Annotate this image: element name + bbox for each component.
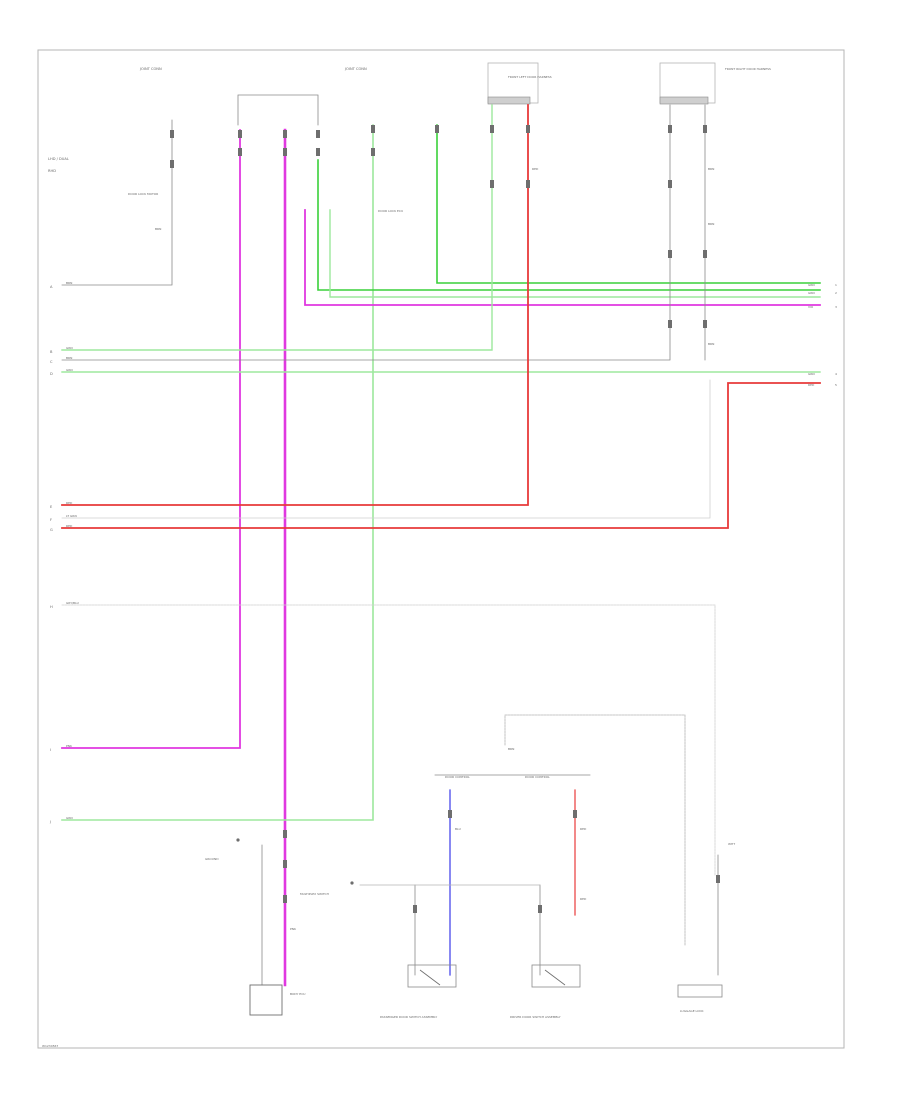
svg-text:RED: RED (580, 827, 587, 831)
svg-text:BRN: BRN (66, 356, 72, 360)
body-ecu-label: BODY ECU (290, 992, 306, 996)
svg-text:3: 3 (835, 305, 837, 309)
trunk-lock-label: LUGGAGE LOCK (680, 1009, 705, 1013)
svg-text:GRN: GRN (808, 291, 815, 295)
diagram-frame (37, 49, 845, 1049)
svg-text:BRN: BRN (508, 747, 514, 751)
trunk-lock-box (677, 984, 723, 998)
svg-text:GRN: GRN (808, 372, 815, 376)
legend-line-2: RHD (48, 169, 56, 173)
svg-text:2: 2 (835, 291, 837, 295)
ground-node (236, 838, 240, 842)
wire-ground-top (504, 714, 686, 946)
wire-green-2 (436, 124, 821, 284)
diagram-code: W1234567 (42, 1044, 58, 1048)
svg-text:H: H (50, 605, 53, 609)
svg-text:F: F (50, 518, 52, 522)
body-ecu-box (249, 984, 283, 1016)
wire-joint-loop (237, 94, 319, 126)
left-pin-labels: A BRN B GRN C BRN D GRN E RED F LT GRN G… (49, 281, 79, 824)
legend: LHD / DUAL RHD (48, 157, 69, 173)
front-door-right-label: FRONT RIGHT DOOR HARNESS (725, 67, 771, 71)
svg-text:C: C (50, 360, 53, 364)
svg-text:4: 4 (835, 372, 837, 376)
svg-text:1: 1 (835, 283, 837, 287)
svg-text:GRN: GRN (808, 283, 815, 287)
wire-door-left-green (61, 104, 493, 351)
svg-text:G: G (50, 528, 53, 532)
front-door-right-connector (659, 96, 709, 105)
svg-text:RED: RED (532, 167, 539, 171)
control-left-label: DOOR CONTROL (445, 775, 470, 779)
ground-label: GROUND (205, 857, 219, 861)
legend-line-1: LHD / DUAL (48, 157, 69, 161)
wire-labels: BRN RED BRN BRN BRN BLU RED RED BRN WHT … (155, 167, 735, 931)
svg-text:RED: RED (580, 897, 587, 901)
joint-conn-1-label: JOINT CONN (139, 67, 162, 71)
svg-text:PNK: PNK (66, 744, 73, 748)
wire-red-door (61, 104, 529, 506)
wire-lt-gray-f (61, 379, 711, 519)
wire-green-1 (317, 159, 821, 291)
passenger-switch-box (407, 964, 457, 988)
connector-ticks (170, 125, 720, 913)
svg-text:RED: RED (66, 524, 73, 528)
svg-text:BRN: BRN (708, 222, 714, 226)
wire-violet-3 (304, 209, 821, 306)
top-components: JOINT CONN JOINT CONN DOOR LOCK MOTOR DO… (128, 62, 771, 213)
svg-text:E: E (50, 505, 53, 509)
driver-switch-label: DRIVER DOOR SWITCH ASSEMBLY (510, 1015, 561, 1019)
passenger-switch-label: PASSENGER DOOR SWITCH ASSEMBLY (380, 1015, 437, 1019)
svg-text:PNK: PNK (290, 927, 297, 931)
svg-text:GRN: GRN (66, 368, 73, 372)
svg-text:RED: RED (808, 383, 815, 387)
svg-text:VIO: VIO (808, 305, 814, 309)
svg-text:RED: RED (66, 501, 73, 505)
wire-red-right (61, 382, 821, 529)
svg-text:GRY/BLU: GRY/BLU (66, 601, 79, 605)
wire-magenta-left (61, 129, 241, 749)
right-pin-labels: GRN 1 GRN 2 VIO 3 GRN 4 RED 5 (808, 283, 837, 387)
control-right-label: DOOR CONTROL (525, 775, 550, 779)
wire-a-gray (61, 119, 173, 286)
svg-text:GRN: GRN (66, 346, 73, 350)
bottom-components: BODY ECU GROUND MULTIPLEX SWITCH DOOR CO… (205, 775, 723, 1019)
svg-text:I: I (50, 748, 51, 752)
multiplex-switch-label: MULTIPLEX SWITCH (300, 892, 329, 896)
wire-green-4 (329, 209, 821, 298)
wire-green-j (61, 124, 374, 821)
multiplex-node (350, 881, 354, 885)
front-door-left-label: FRONT LEFT DOOR HARNESS (508, 75, 552, 79)
svg-text:BRN: BRN (708, 167, 714, 171)
front-door-left-connector (487, 96, 531, 105)
svg-text:WHT: WHT (728, 842, 735, 846)
svg-text:BRN: BRN (66, 281, 72, 285)
svg-text:BRN: BRN (708, 342, 714, 346)
joint-conn-2-label: JOINT CONN (344, 67, 367, 71)
wire-control-h (61, 604, 716, 876)
driver-switch-box (531, 964, 581, 988)
svg-text:GRN: GRN (66, 816, 73, 820)
door-lock-motor-label: DOOR LOCK MOTOR (128, 192, 158, 196)
svg-text:5: 5 (835, 383, 837, 387)
svg-text:J: J (49, 820, 51, 824)
svg-text:LT GRN: LT GRN (66, 514, 77, 518)
svg-text:B: B (50, 350, 53, 354)
svg-text:BRN: BRN (155, 227, 161, 231)
svg-text:D: D (50, 372, 53, 376)
wire-door-right-gray (61, 104, 671, 361)
wires (61, 94, 821, 987)
svg-text:BLU: BLU (455, 827, 461, 831)
svg-text:A: A (50, 285, 53, 289)
door-lock-ecu-label: DOOR LOCK ECU (378, 209, 403, 213)
